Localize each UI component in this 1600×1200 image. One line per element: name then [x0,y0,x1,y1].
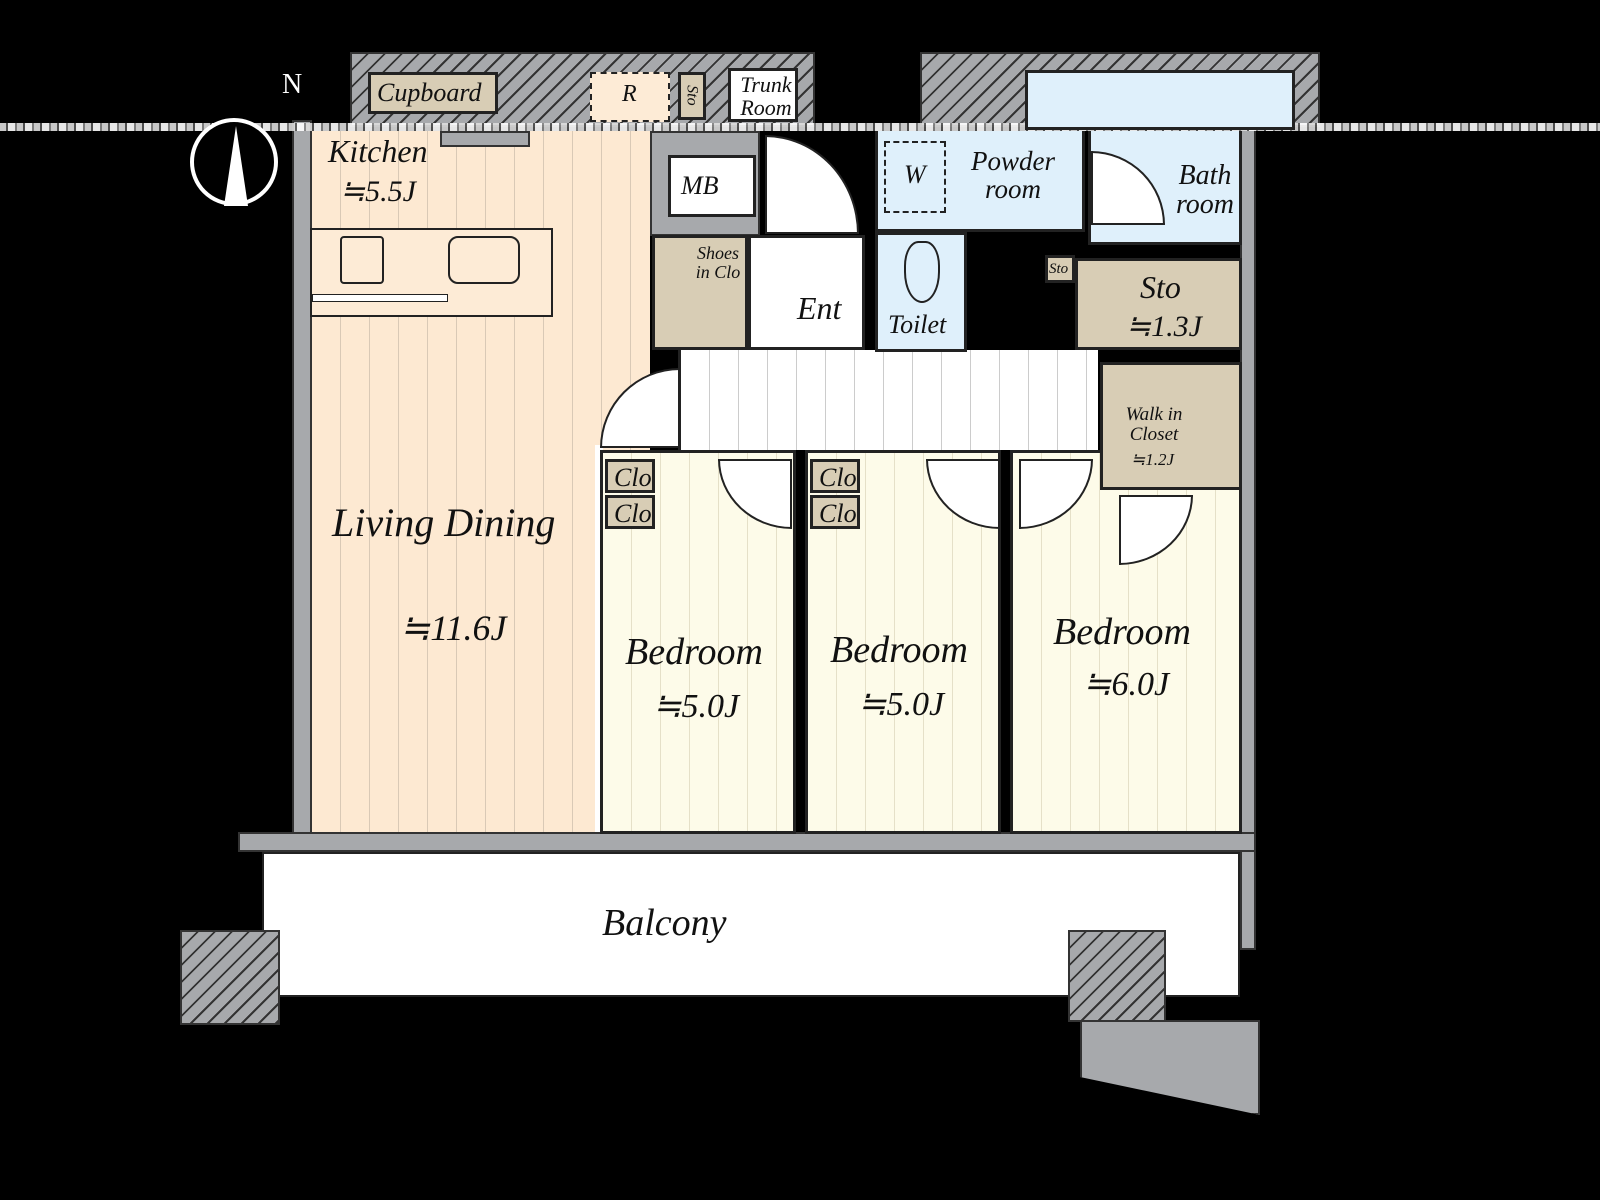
bath-door[interactable] [1091,151,1165,225]
storage-room: Sto ≒1.3J [1075,258,1242,350]
bedroom-1-door[interactable] [718,459,792,529]
bedroom-2-door[interactable] [926,459,1000,529]
balcony-pillar-left [180,930,280,1025]
cupboard-label: Cupboard [377,78,482,107]
bedroom-1: Clo Clo Bedroom ≒5.0J [600,450,796,834]
closet-label: Clo [614,463,652,492]
balcony-pillar-right [1068,930,1166,1022]
wic-area: ≒1.2J [1131,450,1175,469]
washer-label: W [904,160,926,189]
wall-bottom [238,832,1256,852]
closet-2b: Clo [810,495,860,529]
sto-mini: Sto [1045,255,1075,283]
trunk-room: Trunk Room [728,68,798,122]
storage-label: Sto [1140,269,1181,305]
washer-space: W [884,141,946,213]
bedroom-3-door[interactable] [1019,459,1093,529]
bedroom-2-area: ≒5.0J [858,686,945,723]
kitchen-label: Kitchen [328,133,428,169]
entrance-door[interactable] [765,135,859,234]
refrigerator-space: R [590,72,670,122]
bedroom-2-label: Bedroom [830,629,968,671]
wall-right [1240,120,1256,950]
walk-in-closet: Walk in Closet ≒1.2J [1100,362,1242,490]
bedroom-3-area: ≒6.0J [1083,666,1170,703]
closet-1b: Clo [605,495,655,529]
kitchen-area: ≒5.5J [340,175,416,208]
entrance: Ent [748,235,865,350]
closet-label: Clo [819,463,857,492]
mb-label: MB [681,171,719,200]
stove-icon [340,236,384,284]
hallway [678,350,1098,450]
bedroom-3-label: Bedroom [1053,611,1191,653]
bedroom-3: Bedroom ≒6.0J [1010,450,1242,834]
wic-door[interactable] [1119,495,1193,565]
bathroom-vanity [1025,70,1295,130]
balcony-extension [1080,1020,1260,1115]
toilet-icon [904,241,940,303]
shoes-closet: Shoes in Clo [652,235,748,350]
sto-top: Sto [678,72,706,120]
toilet-label: Toilet [888,310,947,339]
hall-strip [595,445,603,832]
sto-mini-label: Sto [1049,261,1069,277]
closet-2a: Clo [810,459,860,493]
living-dining-area: ≒11.6J [400,608,507,648]
closet-label: Clo [614,499,652,528]
balcony: Balcony [262,852,1240,997]
range-hood [440,131,530,147]
cupboard: Cupboard [368,72,498,114]
bath-room: Bath room [1088,131,1242,245]
counter-shelf [312,294,448,302]
living-dining-label: Living Dining [332,500,556,545]
shoes-closet-label: Shoes in Clo [695,243,741,282]
bedroom-1-area: ≒5.0J [653,688,740,725]
trunk-room-label: Trunk Room [740,72,792,121]
scan-noise [0,123,1600,131]
north-label: N [282,69,303,100]
bath-room-label: Bath room [1175,160,1235,221]
balcony-label: Balcony [602,902,727,944]
closet-label: Clo [819,499,857,528]
sink-icon [448,236,520,284]
entrance-label: Ent [797,290,842,326]
toilet: Toilet [875,232,967,352]
powder-room-label: Powder room [971,146,1055,205]
bedroom-2: Clo Clo Bedroom ≒5.0J [805,450,1001,834]
bedroom-1-label: Bedroom [625,631,763,673]
wic-label: Walk in Closet [1125,404,1183,445]
storage-area: ≒1.3J [1126,310,1202,343]
powder-room: W Powder room [875,131,1085,232]
wall-left [292,120,312,835]
closet-1a: Clo [605,459,655,493]
r-label: R [622,81,637,107]
meter-box: MB [668,155,756,217]
sto-top-label: Sto [683,85,701,106]
compass-icon [190,118,278,206]
kitchen-counter [310,228,553,317]
